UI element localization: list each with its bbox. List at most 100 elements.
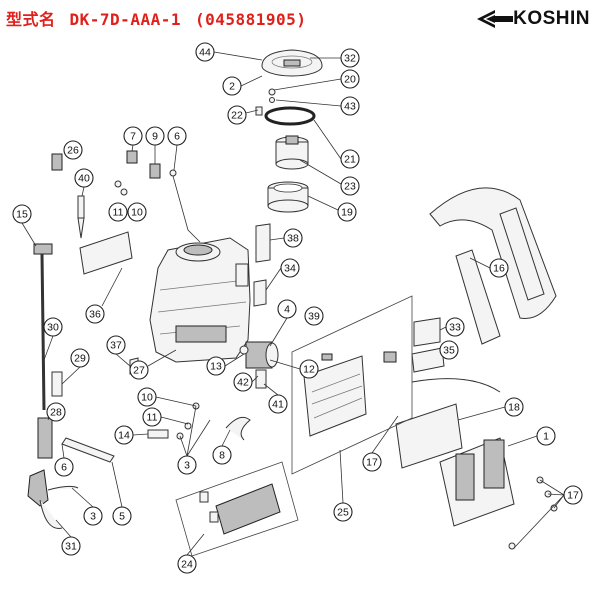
callout-number: 19 <box>341 207 353 219</box>
callout-circle <box>137 387 157 407</box>
callout-number: 27 <box>133 365 145 377</box>
callout-c2: 2 <box>222 76 242 96</box>
callout-number: 30 <box>47 322 59 334</box>
callout-number: 11 <box>147 412 158 424</box>
pump-motor <box>239 341 279 389</box>
probe-pin <box>77 195 85 239</box>
hose-fittings <box>147 402 251 441</box>
shoulder-straps <box>411 187 557 393</box>
tank-cap <box>261 49 323 77</box>
callout-circle <box>127 202 147 222</box>
callout-c6b: 6 <box>54 457 74 477</box>
callout-circle <box>43 317 63 337</box>
callout-c18: 18 <box>504 397 524 417</box>
callout-number: 3 <box>90 511 96 523</box>
callout-circle <box>340 149 360 169</box>
callout-c17b: 17 <box>563 485 583 505</box>
callout-c38: 38 <box>283 228 303 248</box>
callout-circle <box>85 304 105 324</box>
callout-c13: 13 <box>206 356 226 376</box>
callout-c23: 23 <box>340 176 360 196</box>
callout-number: 34 <box>284 263 296 275</box>
callout-c21: 21 <box>340 149 360 169</box>
brand-logo: KOSHIN <box>477 8 590 30</box>
small-valve-parts <box>255 88 276 116</box>
callout-circle <box>195 42 215 62</box>
callout-c42: 42 <box>233 372 253 392</box>
callout-number: 37 <box>110 340 122 352</box>
callout-c10a: 10 <box>127 202 147 222</box>
callout-c33: 33 <box>445 317 465 337</box>
callout-circle <box>362 452 382 472</box>
callout-circle <box>283 228 303 248</box>
callout-circle <box>123 126 143 146</box>
callout-number: 20 <box>344 74 356 86</box>
callout-circle <box>445 317 465 337</box>
callout-number: 28 <box>50 407 62 419</box>
callout-c9: 9 <box>145 126 165 146</box>
koshin-mark-icon <box>477 10 514 28</box>
callout-number: 1 <box>543 431 549 443</box>
callout-circle <box>177 455 197 475</box>
callout-c1: 1 <box>536 426 556 446</box>
callout-number: 7 <box>130 131 136 143</box>
model-label: 型式名 <box>6 10 56 29</box>
callout-circle <box>439 340 459 360</box>
callout-c16: 16 <box>489 258 509 278</box>
callout-c11a: 11 <box>108 202 128 222</box>
callout-c17a: 17 <box>362 452 382 472</box>
callout-circle <box>340 69 360 89</box>
callout-circle <box>268 394 288 414</box>
callout-circle <box>74 168 94 188</box>
callout-number: 39 <box>308 311 320 323</box>
callout-number: 24 <box>181 559 193 571</box>
brand-name: KOSHIN <box>513 8 590 29</box>
callout-c44: 44 <box>195 42 215 62</box>
callout-circle <box>145 126 165 146</box>
callout-c4: 4 <box>277 299 297 319</box>
callout-c12: 12 <box>299 359 319 379</box>
callout-number: 8 <box>219 450 225 462</box>
callout-c25: 25 <box>333 502 353 522</box>
callout-number: 44 <box>199 47 211 59</box>
callout-c10b: 10 <box>137 387 157 407</box>
bracket-kit <box>175 461 299 557</box>
callout-circle <box>340 96 360 116</box>
callout-circle <box>536 426 556 446</box>
callout-c5: 5 <box>112 506 132 526</box>
callout-number: 18 <box>508 402 520 414</box>
callout-circle <box>177 554 197 574</box>
callout-c7: 7 <box>123 126 143 146</box>
callout-c6a: 6 <box>167 126 187 146</box>
callout-circle <box>112 506 132 526</box>
callout-circle <box>212 445 232 465</box>
callout-c34: 34 <box>280 258 300 278</box>
callout-circle <box>299 359 319 379</box>
callout-circle <box>304 306 324 326</box>
callout-number: 16 <box>493 263 505 275</box>
spray-lance <box>27 243 115 529</box>
callout-number: 23 <box>344 181 356 193</box>
callout-number: 6 <box>174 131 180 143</box>
callout-number: 31 <box>65 541 77 553</box>
callout-c35: 35 <box>439 340 459 360</box>
callout-number: 14 <box>118 430 130 442</box>
callout-c14: 14 <box>114 425 134 445</box>
callout-number: 36 <box>89 309 101 321</box>
callout-circle <box>61 536 81 556</box>
strainer-filter <box>275 135 309 170</box>
callout-number: 4 <box>284 304 290 316</box>
callout-c3b: 3 <box>83 506 103 526</box>
callout-circle <box>114 425 134 445</box>
callout-number: 6 <box>61 462 67 474</box>
callout-number: 22 <box>231 110 243 122</box>
model-code: DK-7D-AAA-1 <box>69 10 181 29</box>
callout-c30: 30 <box>43 317 63 337</box>
callout-circle <box>337 202 357 222</box>
callout-circle <box>277 299 297 319</box>
part-number: (045881905) <box>194 10 307 29</box>
callout-circle <box>280 258 300 278</box>
callout-number: 21 <box>344 154 356 166</box>
callout-number: 40 <box>78 173 90 185</box>
